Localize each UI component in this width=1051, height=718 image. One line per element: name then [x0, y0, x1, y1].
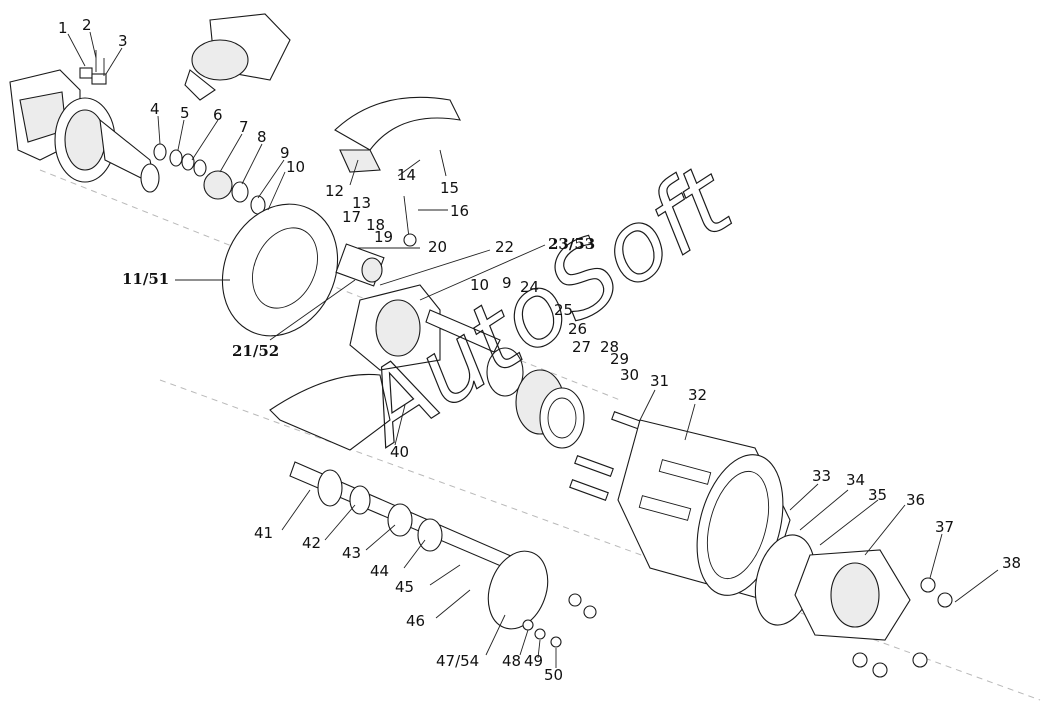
callout-1: 1 — [58, 19, 68, 37]
callout-24: 24 — [520, 278, 539, 296]
brake-lining-upper — [334, 96, 461, 173]
callout-15: 15 — [440, 179, 459, 197]
callout-10b: 10 — [470, 276, 489, 294]
callout-14: 14 — [397, 166, 416, 184]
callout-13: 13 — [352, 194, 371, 212]
callout-9: 9 — [280, 144, 290, 162]
washers-nuts-4-9 — [153, 143, 266, 215]
callout-23-53: 23/53 — [548, 235, 595, 253]
callout-42: 42 — [302, 534, 321, 552]
callout-8: 8 — [257, 128, 267, 146]
callout-36: 36 — [906, 491, 925, 509]
callout-20: 20 — [428, 238, 447, 256]
callout-4: 4 — [150, 100, 160, 118]
brake-backing-plate — [221, 203, 339, 337]
callout-19: 19 — [374, 228, 393, 246]
callout-9b: 9 — [502, 274, 512, 292]
callout-11-51: 11/51 — [122, 270, 169, 288]
brake-shoe-lower — [269, 373, 391, 451]
callout-3: 3 — [118, 32, 128, 50]
callout-48: 48 — [502, 652, 521, 670]
callout-50: 50 — [544, 666, 563, 684]
callout-29: 29 — [610, 350, 629, 368]
nuts-and-washers — [522, 577, 953, 678]
callout-37: 37 — [935, 518, 954, 536]
callout-46: 46 — [406, 612, 425, 630]
callout-7: 7 — [239, 118, 249, 136]
callout-32: 32 — [688, 386, 707, 404]
callout-28: 28 — [600, 338, 619, 356]
callout-6: 6 — [213, 106, 223, 124]
callout-2: 2 — [82, 16, 92, 34]
callout-31: 31 — [650, 372, 669, 390]
callout-40: 40 — [390, 443, 409, 461]
brake-drum — [617, 419, 791, 601]
callout-27: 27 — [572, 338, 591, 356]
lower-center-axis — [159, 379, 1041, 701]
callout-30: 30 — [620, 366, 639, 384]
axle-flange — [487, 550, 549, 630]
callout-47-54: 47/54 — [436, 652, 479, 670]
axle-shaft — [289, 461, 521, 573]
camshaft-assembly — [335, 243, 385, 287]
brake-spider — [349, 284, 441, 371]
brake-chamber — [184, 13, 291, 101]
callout-45: 45 — [395, 578, 414, 596]
callout-18: 18 — [366, 216, 385, 234]
callout-17: 17 — [342, 208, 361, 226]
callout-49: 49 — [524, 652, 543, 670]
callout-22: 22 — [495, 238, 514, 256]
leader-lines — [67, 31, 999, 668]
callout-labels: 1 2 3 4 5 6 7 8 9 10 12 13 14 15 16 17 1… — [58, 16, 1021, 684]
callout-25: 25 — [554, 301, 573, 319]
callout-16: 16 — [450, 202, 469, 220]
callout-33: 33 — [812, 467, 831, 485]
callout-44: 44 — [370, 562, 389, 580]
callout-12: 12 — [325, 182, 344, 200]
callout-21-52: 21/52 — [232, 342, 279, 360]
callout-34: 34 — [846, 471, 865, 489]
hub-bearings-seals — [486, 347, 585, 449]
wheel-hub — [754, 534, 911, 641]
callout-35: 35 — [868, 486, 887, 504]
callout-5: 5 — [180, 104, 190, 122]
callout-10: 10 — [286, 158, 305, 176]
return-springs — [403, 149, 447, 247]
bolt-set-1-3 — [79, 50, 107, 85]
callout-43: 43 — [342, 544, 361, 562]
camshaft-24 — [425, 309, 501, 353]
callout-41: 41 — [254, 524, 273, 542]
axle-housing — [9, 69, 160, 193]
callout-38: 38 — [1002, 554, 1021, 572]
callout-26: 26 — [568, 320, 587, 338]
